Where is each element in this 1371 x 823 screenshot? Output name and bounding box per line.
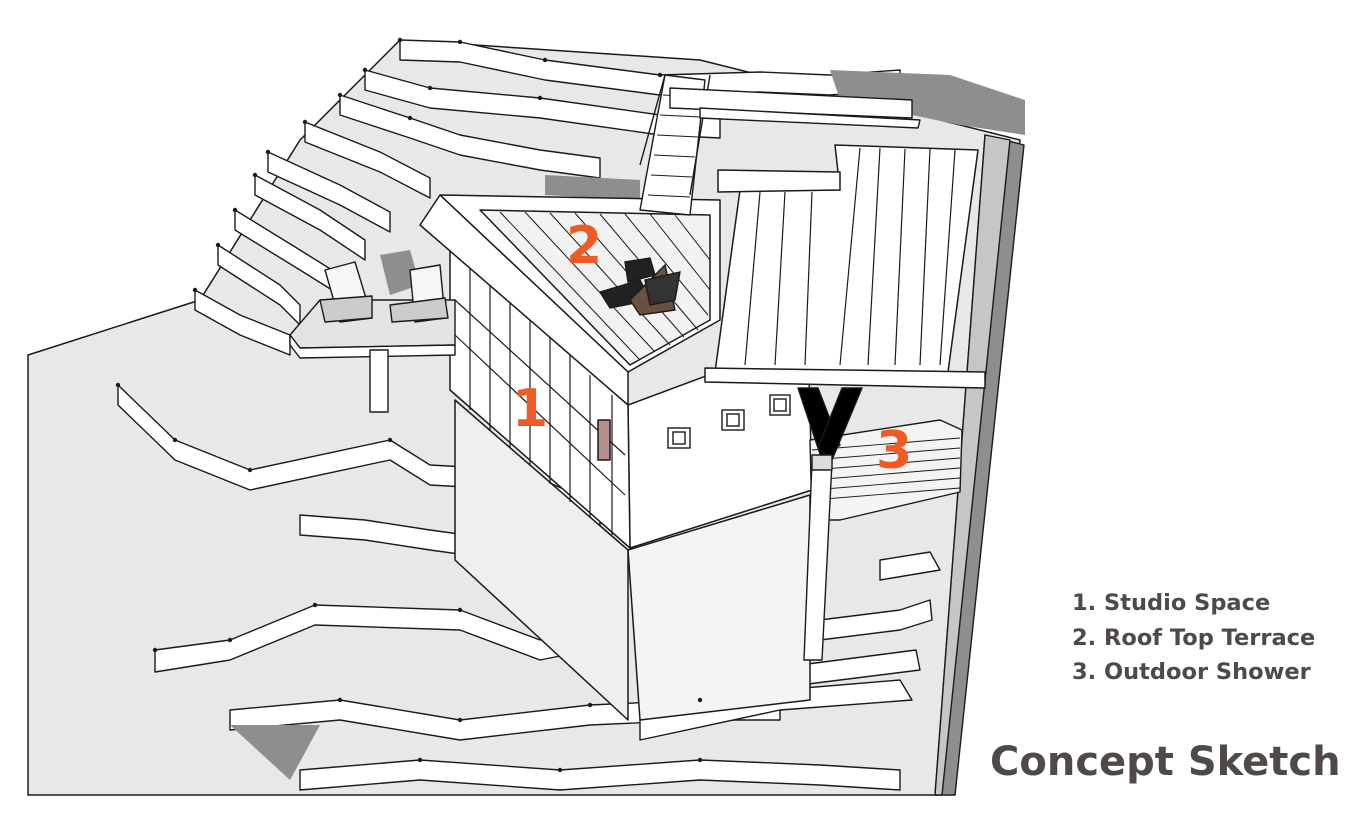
side-deck bbox=[289, 261, 456, 413]
terrace-chairs bbox=[598, 257, 681, 316]
studio-space-number: 1 bbox=[512, 379, 549, 439]
roof-top-terrace bbox=[419, 194, 721, 406]
sketch-title: Concept Sketch bbox=[990, 739, 1341, 785]
outdoor-shower-structure bbox=[797, 387, 963, 661]
studio-windows bbox=[667, 394, 791, 449]
survey-points bbox=[115, 37, 703, 773]
terrace-steps bbox=[117, 39, 941, 791]
roof-terrace-number: 2 bbox=[566, 216, 603, 276]
legend-item-outdoor-shower: 3. Outdoor Shower bbox=[1072, 659, 1311, 685]
studio-building bbox=[449, 234, 813, 549]
cast-shadows bbox=[230, 70, 1025, 780]
legend-item-studio-space: 1. Studio Space bbox=[1072, 590, 1271, 616]
legend: 1. Studio Space 2. Roof Top Terrace 3. O… bbox=[1072, 586, 1315, 690]
upper-stair-pergola bbox=[639, 74, 921, 216]
boundary-wall bbox=[934, 134, 1025, 796]
legend-item-roof-top-terrace: 2. Roof Top Terrace bbox=[1072, 624, 1316, 651]
shower-roof bbox=[704, 144, 986, 389]
outdoor-shower-number: 3 bbox=[876, 421, 913, 481]
